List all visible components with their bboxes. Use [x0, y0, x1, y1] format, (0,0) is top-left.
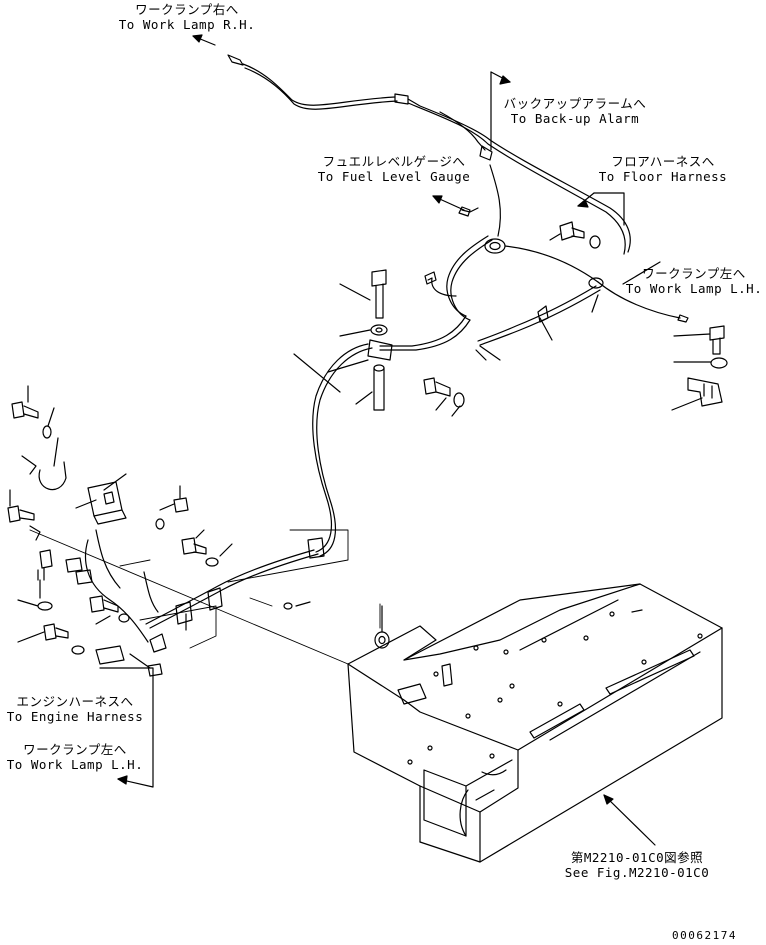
callout-jp: フロアハーネスへ [611, 154, 715, 169]
callout-jp: ワークランプ左へ [23, 742, 127, 757]
callout-see-fig: 第M2210-01C0図参照 See Fig.M2210-01C0 [552, 850, 722, 880]
callout-jp: 第M2210-01C0図参照 [570, 850, 704, 865]
callout-en: To Work Lamp R.H. [118, 17, 256, 32]
callout-jp: フュエルレベルゲージへ [322, 154, 466, 169]
callout-jp: ワークランプ右へ [135, 2, 239, 17]
callout-floor-harness: フロアハーネスへ To Floor Harness [588, 154, 738, 184]
left-components [7, 385, 311, 677]
callout-en: To Back-up Alarm [510, 111, 640, 126]
callout-en: To Fuel Level Gauge [317, 169, 471, 184]
callout-jp: ワークランプ左へ [642, 266, 746, 281]
reference-planes [29, 529, 381, 665]
callout-en: See Fig.M2210-01C0 [564, 865, 710, 880]
callout-engine-harness: エンジンハーネスへ To Engine Harness [0, 694, 150, 724]
battery-box [347, 583, 723, 863]
bolts-center [293, 269, 465, 417]
callout-en: To Floor Harness [598, 169, 728, 184]
callout-work-lamp-rh: ワークランプ右へ To Work Lamp R.H. [112, 2, 262, 32]
callout-work-lamp-lh-left: ワークランプ左へ To Work Lamp L.H. [0, 742, 150, 772]
callout-fuel-level-gauge: フュエルレベルゲージへ To Fuel Level Gauge [306, 154, 482, 184]
callout-jp: バックアップアラームへ [503, 96, 647, 111]
drawing-number: 00062174 [672, 929, 737, 942]
callout-backup-alarm: バックアップアラームへ To Back-up Alarm [500, 96, 650, 126]
callout-work-lamp-lh-right: ワークランプ左へ To Work Lamp L.H. [622, 266, 766, 296]
bolts-right [475, 221, 728, 411]
callout-en: To Work Lamp L.H. [6, 757, 144, 772]
callout-en: To Engine Harness [6, 709, 144, 724]
callout-arrows [99, 34, 661, 846]
harness-main [145, 54, 689, 629]
callout-en: To Work Lamp L.H. [625, 281, 763, 296]
callout-jp: エンジンハーネスへ [16, 694, 134, 709]
